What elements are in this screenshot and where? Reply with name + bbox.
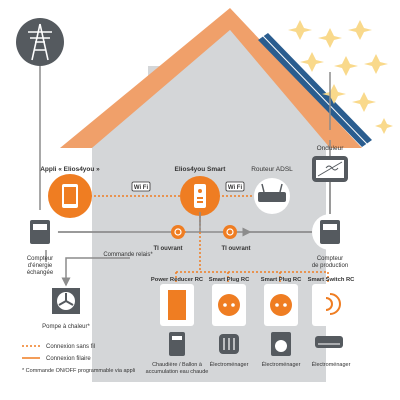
power-pylon-icon	[16, 18, 64, 66]
smart-plug-2-label: Smart Plug RC	[261, 277, 302, 283]
svg-text:Wi Fi: Wi Fi	[134, 185, 149, 191]
washing-machine-icon	[271, 332, 291, 356]
solar-panel-icon	[258, 33, 372, 147]
heat-pump-label: Pompe à chaleur*	[42, 324, 90, 330]
power-reducer-label: Power Reducer RC	[151, 277, 204, 283]
meter-left-label-1: Compteur	[27, 256, 53, 262]
meter-icon-right	[312, 214, 348, 250]
meter-right-label-1: Compteur	[317, 256, 343, 262]
inverter-icon	[312, 156, 348, 182]
power-reducer-box	[160, 284, 194, 326]
app-label: Appli « Elios4you »	[40, 166, 100, 173]
smart-plug-1-label: Smart Plug RC	[209, 277, 250, 283]
smart-switch-label: Smart Switch RC	[308, 277, 356, 283]
heater-icon	[219, 334, 239, 354]
smart-plug-box-1	[212, 284, 246, 326]
appliance-1-label: Électroménager	[210, 361, 249, 368]
hub-label: Elios4you Smart	[175, 166, 227, 173]
ti-left-label: TI ouvrant	[153, 246, 182, 252]
legend: Connexion sans fil Connexion filaire * C…	[22, 344, 135, 374]
meter-left-label-2: d'énergie	[28, 263, 53, 269]
wifi-badge-left: Wi Fi	[131, 181, 151, 192]
sun-icon	[288, 20, 393, 134]
ti-right-label: TI ouvrant	[221, 246, 250, 252]
wifi-badge-right: Wi Fi	[225, 181, 245, 192]
air-conditioner-icon	[315, 336, 343, 348]
current-transformer-icon-left	[171, 225, 185, 239]
boiler-label-1: Chaudière / Ballon à	[152, 362, 203, 368]
meter-left-label-3: échangée	[27, 270, 54, 276]
smart-plug-box-2	[264, 284, 298, 326]
meter-icon-left	[22, 214, 58, 250]
svg-text:Wi Fi: Wi Fi	[228, 185, 243, 191]
legend-wired: Connexion filaire	[46, 356, 91, 362]
smartphone-icon	[48, 174, 92, 218]
boiler-icon	[169, 332, 185, 356]
legend-wireless: Connexion sans fil	[46, 344, 95, 350]
appliance-2-label: Électroménager	[262, 361, 301, 368]
current-transformer-icon-right	[223, 225, 237, 239]
fan-icon	[52, 288, 80, 314]
meter-right-label-2: de production	[312, 263, 348, 269]
router-label: Routeur ADSL	[251, 166, 293, 173]
inverter-label: Onduleur	[317, 145, 345, 152]
hub-device-icon	[180, 176, 220, 216]
command-relay-label: Commande relais*	[103, 252, 153, 258]
legend-footnote: * Commande ON/OFF programmable via appli	[22, 368, 135, 374]
router-icon	[254, 178, 290, 214]
gable	[92, 30, 330, 148]
appliance-3-label: Électroménager	[312, 361, 351, 368]
boiler-label-2: accumulation eau chaude	[146, 369, 209, 375]
smart-switch-box	[312, 284, 346, 326]
